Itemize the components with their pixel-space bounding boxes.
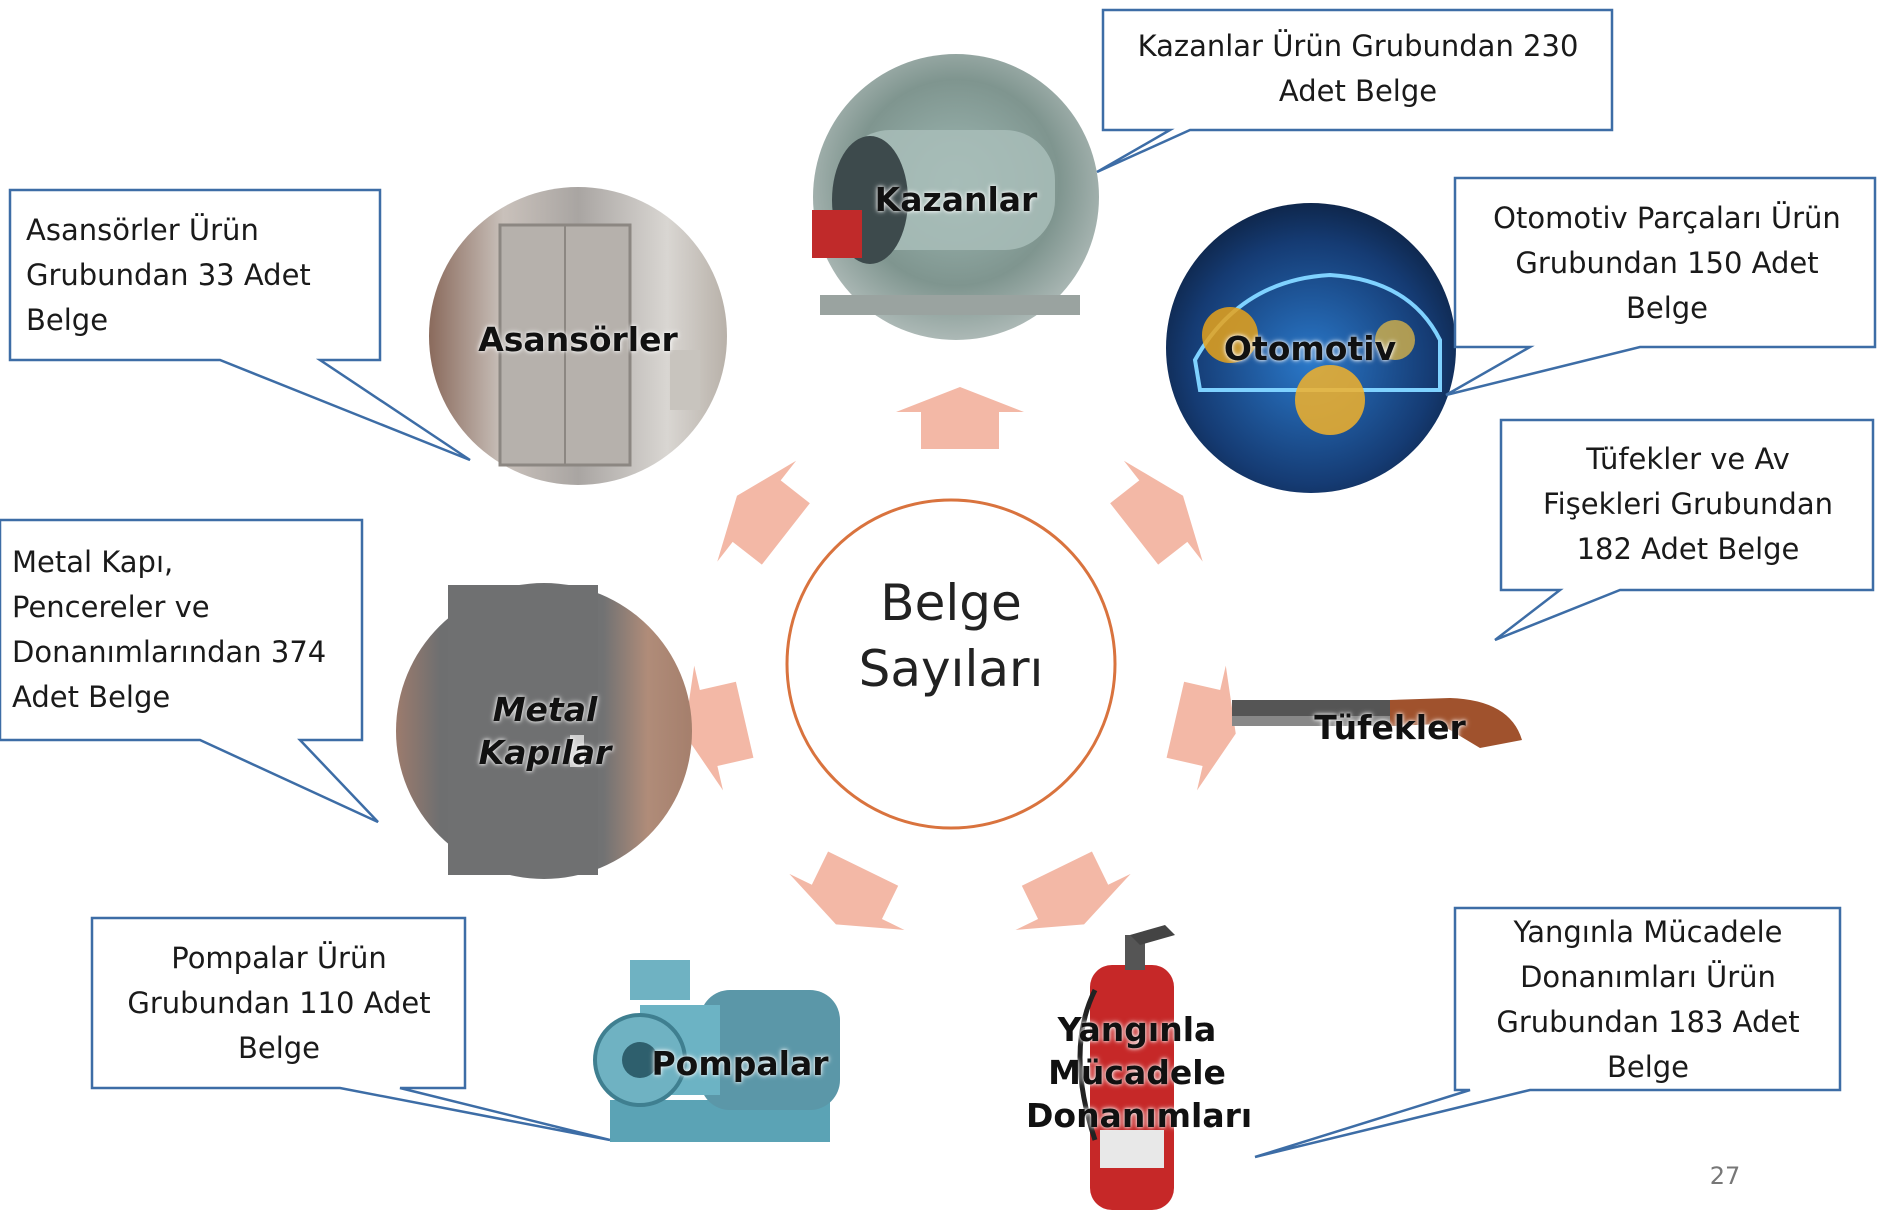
otomotiv-image (1166, 203, 1456, 493)
center-circle (785, 498, 1117, 830)
node-kazanlar-label: Kazanlar (874, 180, 1038, 219)
node-tufekler-label: Tüfekler (1314, 708, 1466, 747)
callout-otomotiv-box (1445, 176, 1877, 397)
kazanlar-image (812, 54, 1099, 340)
node-metal-kapilar-label: Metal Kapılar (478, 690, 612, 772)
callout-kazanlar-box (1096, 8, 1614, 174)
metal-kapilar-image (396, 583, 692, 879)
callout-pompalar-box (90, 916, 611, 1142)
callout-yanginla: Yangınla Mücadele Donanımları Ürün Grubu… (1496, 915, 1800, 1084)
node-otomotiv-label: Otomotiv (1223, 329, 1397, 368)
callout-shapes (0, 8, 1877, 1159)
callout-metal: Metal Kapı, Pencereler ve Donanımlarında… (12, 545, 327, 714)
tufekler-image (1232, 698, 1522, 748)
node-asansorler-label: Asansörler (478, 320, 678, 359)
arrow-right (1166, 665, 1236, 791)
callout-metal-box (0, 518, 379, 824)
callout-asansorler-box (8, 188, 471, 462)
callout-tufekler: Tüfekler ve Av Fişekleri Grubundan 182 A… (1543, 442, 1833, 566)
connector-arrows (684, 387, 1236, 930)
page-number: 27 (1709, 1162, 1741, 1190)
callout-asansorler: Asansörler Ürün Grubundan 33 Adet Belge (26, 213, 311, 337)
node-yanginla-label: Yangınla Mücadele Donanımları (1026, 1010, 1253, 1135)
arrow-upper-right (1110, 460, 1203, 565)
arrow-up (896, 387, 1024, 449)
arrow-left (684, 665, 754, 791)
node-pompalar-label: Pompalar (651, 1044, 829, 1083)
arrow-upper-left (717, 460, 810, 565)
callout-otomotiv: Otomotiv Parçaları Ürün Grubundan 150 Ad… (1493, 201, 1841, 325)
pompalar-image (593, 960, 840, 1142)
arrow-lower-right (1015, 851, 1131, 930)
callout-yanginla-box (1254, 906, 1842, 1159)
center-title: Belge Sayıları (858, 574, 1044, 698)
arrow-lower-left (789, 851, 905, 930)
yanginla-image (1077, 925, 1175, 1210)
callout-tufekler-box (1494, 418, 1875, 642)
asansorler-image (429, 187, 727, 485)
callout-kazanlar: Kazanlar Ürün Grubundan 230 Adet Belge (1137, 29, 1579, 108)
callout-pompalar: Pompalar Ürün Grubundan 110 Adet Belge (127, 941, 431, 1065)
